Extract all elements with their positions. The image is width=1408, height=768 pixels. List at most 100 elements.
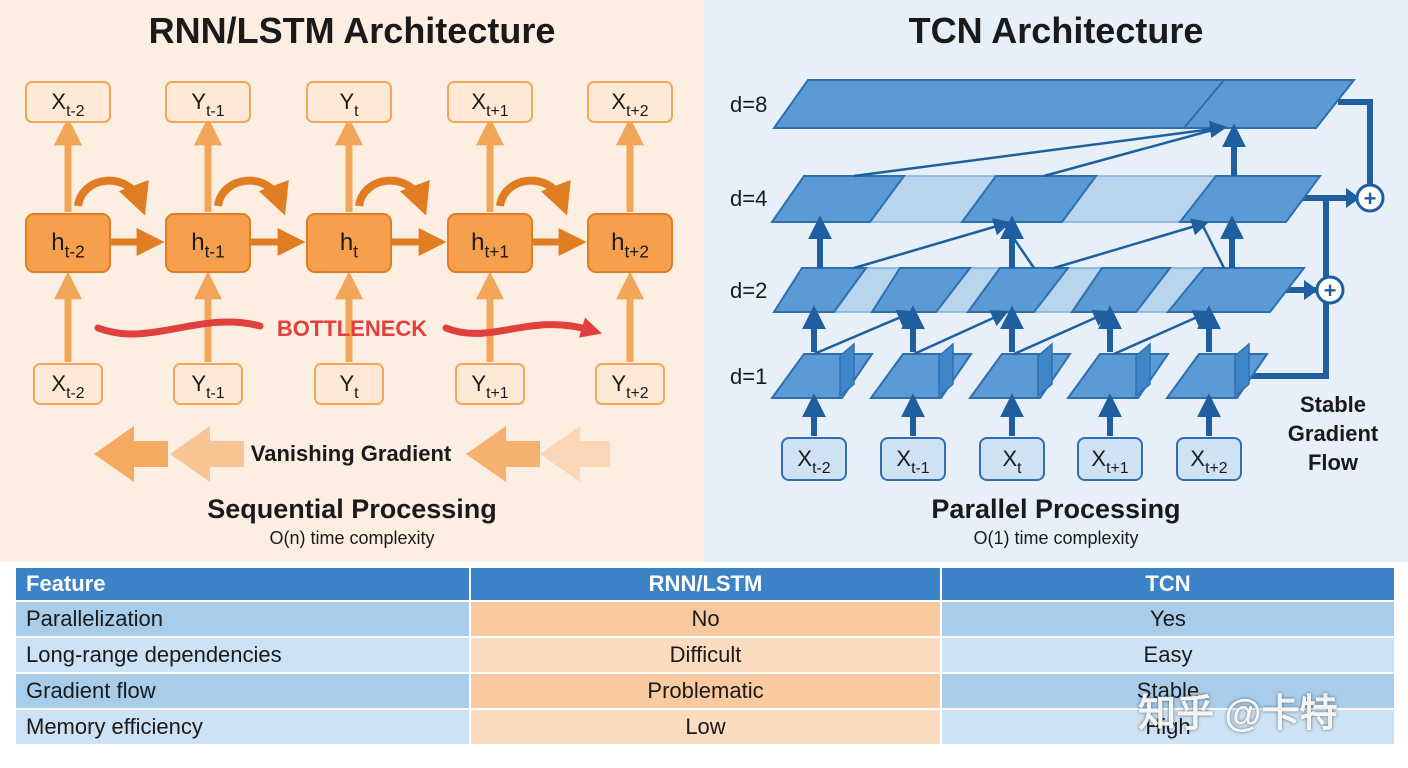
tcn-input-node bbox=[880, 437, 946, 481]
tcn-panel: TCN Architecture d=8 d=4 d=2 d=1 bbox=[704, 0, 1408, 562]
conv-filter-side bbox=[938, 342, 954, 398]
bottleneck-label: BOTTLENECK bbox=[277, 316, 427, 341]
tcn-input-label: Xt-2 bbox=[797, 446, 830, 477]
stable-label-line3: Flow bbox=[1308, 450, 1359, 475]
cell-tcn: Yes bbox=[942, 602, 1394, 636]
cell-feature: Gradient flow bbox=[16, 674, 469, 708]
recurrent-loop-arrow bbox=[74, 176, 149, 216]
bottleneck-wave-right bbox=[442, 317, 603, 338]
stable-label-line1: Stable bbox=[1300, 392, 1366, 417]
output-label: Xt+2 bbox=[611, 89, 648, 120]
input-label: Yt+1 bbox=[471, 371, 508, 402]
table-row: Memory efficiency Low High bbox=[16, 710, 1394, 744]
output-node bbox=[306, 81, 392, 123]
output-label: Xt-2 bbox=[51, 89, 84, 120]
gradient-chevrons bbox=[94, 426, 610, 482]
table-row: Parallelization No Yes bbox=[16, 602, 1394, 636]
conv-filter bbox=[1165, 353, 1269, 399]
tcn-diagonal-arrows bbox=[813, 120, 1228, 356]
watermark: 知乎 @卡特 bbox=[1138, 693, 1338, 735]
plus-node-d2: + bbox=[1315, 275, 1345, 305]
cell-feature: Memory efficiency bbox=[16, 710, 469, 744]
hidden-state-label: ht+2 bbox=[611, 229, 649, 262]
hidden-state-label: ht bbox=[340, 229, 358, 262]
level-label-d2: d=2 bbox=[730, 278, 767, 303]
hidden-state-label: ht-2 bbox=[51, 229, 85, 262]
rnn-diagram: Xt-2ht-2Xt-2Yt-1ht-1Yt-1YthtYtXt+1ht+1Yt… bbox=[25, 81, 673, 482]
output-label: Yt-1 bbox=[191, 89, 224, 120]
plus-node-d4: + bbox=[1355, 183, 1385, 213]
input-label: Xt-2 bbox=[51, 371, 84, 402]
output-node bbox=[447, 81, 533, 123]
hidden-state-label: ht+1 bbox=[471, 229, 509, 262]
level-label-d8: d=8 bbox=[730, 92, 767, 117]
tcn-input-node bbox=[979, 437, 1045, 481]
input-node bbox=[595, 363, 665, 405]
input-node bbox=[173, 363, 243, 405]
table-row: Long-range dependencies Difficult Easy bbox=[16, 638, 1394, 672]
input-node bbox=[314, 363, 384, 405]
residual-arrowhead-d4 bbox=[1346, 188, 1360, 208]
tcn-input-node bbox=[1176, 437, 1242, 481]
output-label: Yt bbox=[339, 89, 359, 120]
tcn-input-label: Xt bbox=[1002, 446, 1022, 477]
conv-filter-side bbox=[1037, 342, 1053, 398]
svg-text:+: + bbox=[1364, 186, 1377, 211]
header-tcn: TCN bbox=[942, 568, 1394, 600]
recurrent-loop-arrow bbox=[496, 176, 571, 216]
tcn-layer-d1 bbox=[770, 342, 1269, 399]
hidden-state-label: ht-1 bbox=[191, 229, 225, 262]
input-node bbox=[33, 363, 103, 405]
svg-text:+: + bbox=[1324, 278, 1337, 303]
tcn-layer-d2 bbox=[772, 267, 1307, 313]
tcn-input-label: Xt+2 bbox=[1190, 446, 1227, 477]
parallel-processing-title: Parallel Processing bbox=[931, 494, 1181, 524]
cell-feature: Parallelization bbox=[16, 602, 469, 636]
tcn-input-node bbox=[781, 437, 847, 481]
recurrent-loop-arrow bbox=[214, 176, 289, 216]
hidden-state-node bbox=[587, 213, 673, 273]
residual-connections bbox=[1248, 99, 1382, 379]
sequential-complexity: O(n) time complexity bbox=[269, 528, 435, 548]
output-node bbox=[587, 81, 673, 123]
cell-rnn: Low bbox=[471, 710, 940, 744]
tcn-layer-d8 bbox=[772, 79, 1357, 129]
hidden-state-node bbox=[306, 213, 392, 273]
cell-tcn: High bbox=[942, 710, 1394, 744]
output-label: Xt+1 bbox=[471, 89, 508, 120]
hidden-state-node bbox=[25, 213, 111, 273]
tcn-layer-d4 bbox=[770, 175, 1322, 223]
conv-filter-side bbox=[1135, 342, 1151, 398]
conv-filter-side bbox=[1234, 342, 1250, 398]
vanishing-gradient-label: Vanishing Gradient bbox=[251, 441, 452, 466]
cell-feature: Long-range dependencies bbox=[16, 638, 469, 672]
cell-rnn: Problematic bbox=[471, 674, 940, 708]
cell-rnn: No bbox=[471, 602, 940, 636]
conv-filter bbox=[869, 353, 973, 399]
conv-filter bbox=[1066, 353, 1170, 399]
tcn-input-label: Xt+1 bbox=[1091, 446, 1128, 477]
level-label-d4: d=4 bbox=[730, 186, 767, 211]
input-label: Yt-1 bbox=[191, 371, 224, 402]
input-label: Yt+2 bbox=[611, 371, 648, 402]
cell-tcn: Easy bbox=[942, 638, 1394, 672]
rnn-title: RNN/LSTM Architecture bbox=[148, 10, 556, 51]
comparison-table: Feature RNN/LSTM TCN Parallelization No … bbox=[14, 566, 1396, 746]
cell-tcn: Stable bbox=[942, 674, 1394, 708]
hidden-state-node bbox=[165, 213, 251, 273]
level-label-d1: d=1 bbox=[730, 364, 767, 389]
sequential-processing-title: Sequential Processing bbox=[207, 494, 497, 524]
header-rnn: RNN/LSTM bbox=[471, 568, 940, 600]
conv-filter bbox=[968, 353, 1072, 399]
header-feature: Feature bbox=[16, 568, 469, 600]
table-row: Gradient flow Problematic Stable bbox=[16, 674, 1394, 708]
output-node bbox=[165, 81, 251, 123]
tcn-title: TCN Architecture bbox=[908, 10, 1204, 51]
recurrent-loop-arrow bbox=[355, 176, 430, 216]
input-label: Yt bbox=[339, 371, 359, 402]
table-header-row: Feature RNN/LSTM TCN bbox=[16, 568, 1394, 600]
output-node bbox=[25, 81, 111, 123]
hidden-state-node bbox=[447, 213, 533, 273]
conv-filter-side bbox=[839, 342, 855, 398]
